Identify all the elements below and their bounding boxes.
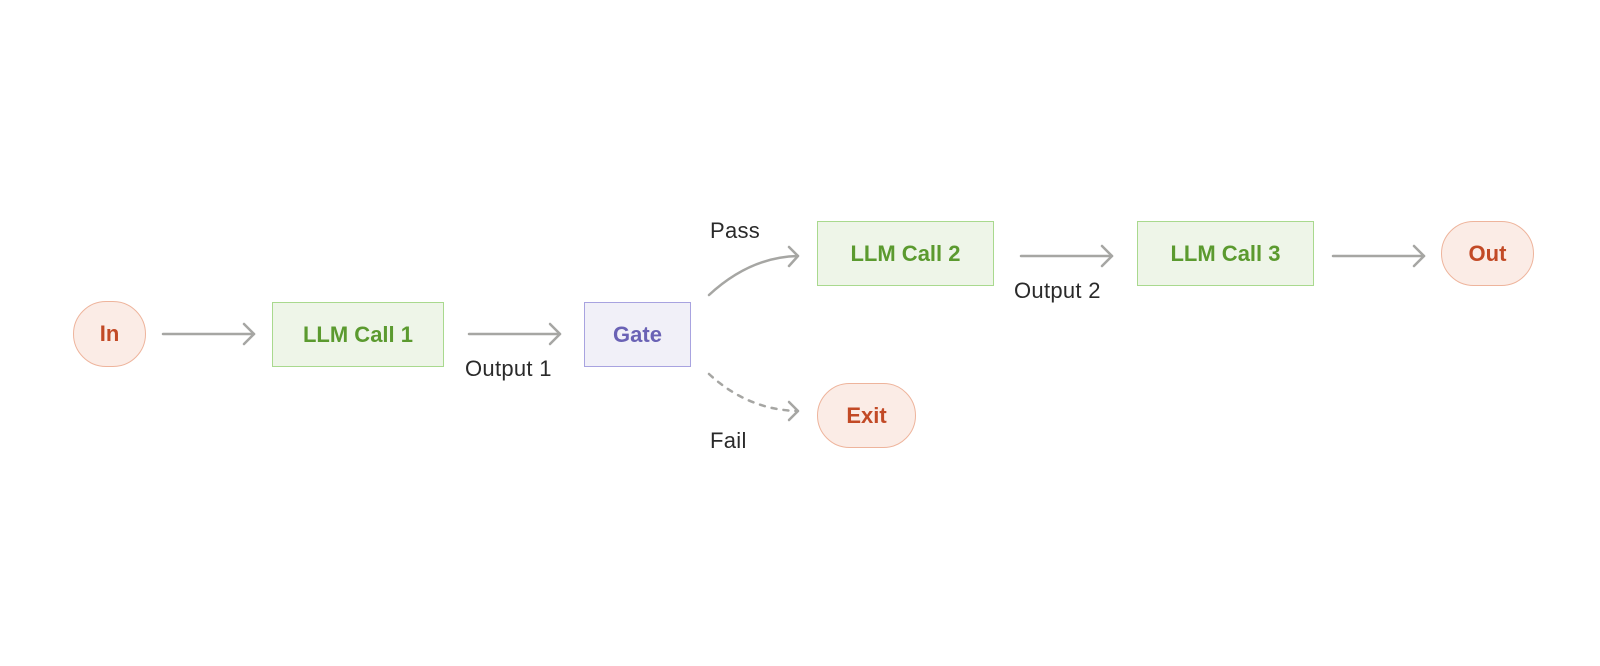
arrow-in-to-llm-call-1 bbox=[161, 322, 256, 346]
arrow-llm-call-1-to-gate bbox=[467, 322, 562, 346]
out-node-label: Out bbox=[1468, 240, 1507, 266]
pass-label: Pass bbox=[710, 218, 761, 243]
gate-label: Gate bbox=[613, 321, 662, 347]
out-node: Out bbox=[1441, 221, 1534, 286]
llm-call-1-label: LLM Call 1 bbox=[302, 321, 413, 347]
llm-call-1-node: LLM Call 1 bbox=[272, 302, 444, 367]
fail-label: Fail bbox=[710, 428, 747, 453]
gate-node: Gate bbox=[584, 302, 691, 367]
exit-node-label: Exit bbox=[846, 402, 887, 428]
llm-call-2-node: LLM Call 2 bbox=[817, 221, 994, 286]
llm-call-3-node: LLM Call 3 bbox=[1137, 221, 1314, 286]
arrow-llm-call-3-to-out bbox=[1331, 244, 1426, 268]
output-1-label: Output 1 bbox=[465, 356, 552, 381]
in-node: In bbox=[73, 301, 146, 367]
arrow-gate-to-exit bbox=[707, 372, 800, 422]
arrow-llm-call-2-to-llm-call-3 bbox=[1019, 244, 1114, 268]
arrow-gate-to-llm-call-2 bbox=[707, 245, 800, 297]
in-node-label: In bbox=[99, 321, 120, 346]
exit-node: Exit bbox=[817, 383, 916, 448]
llm-call-2-label: LLM Call 2 bbox=[850, 240, 961, 266]
llm-call-3-label: LLM Call 3 bbox=[1170, 240, 1281, 266]
output-2-label: Output 2 bbox=[1014, 278, 1101, 303]
